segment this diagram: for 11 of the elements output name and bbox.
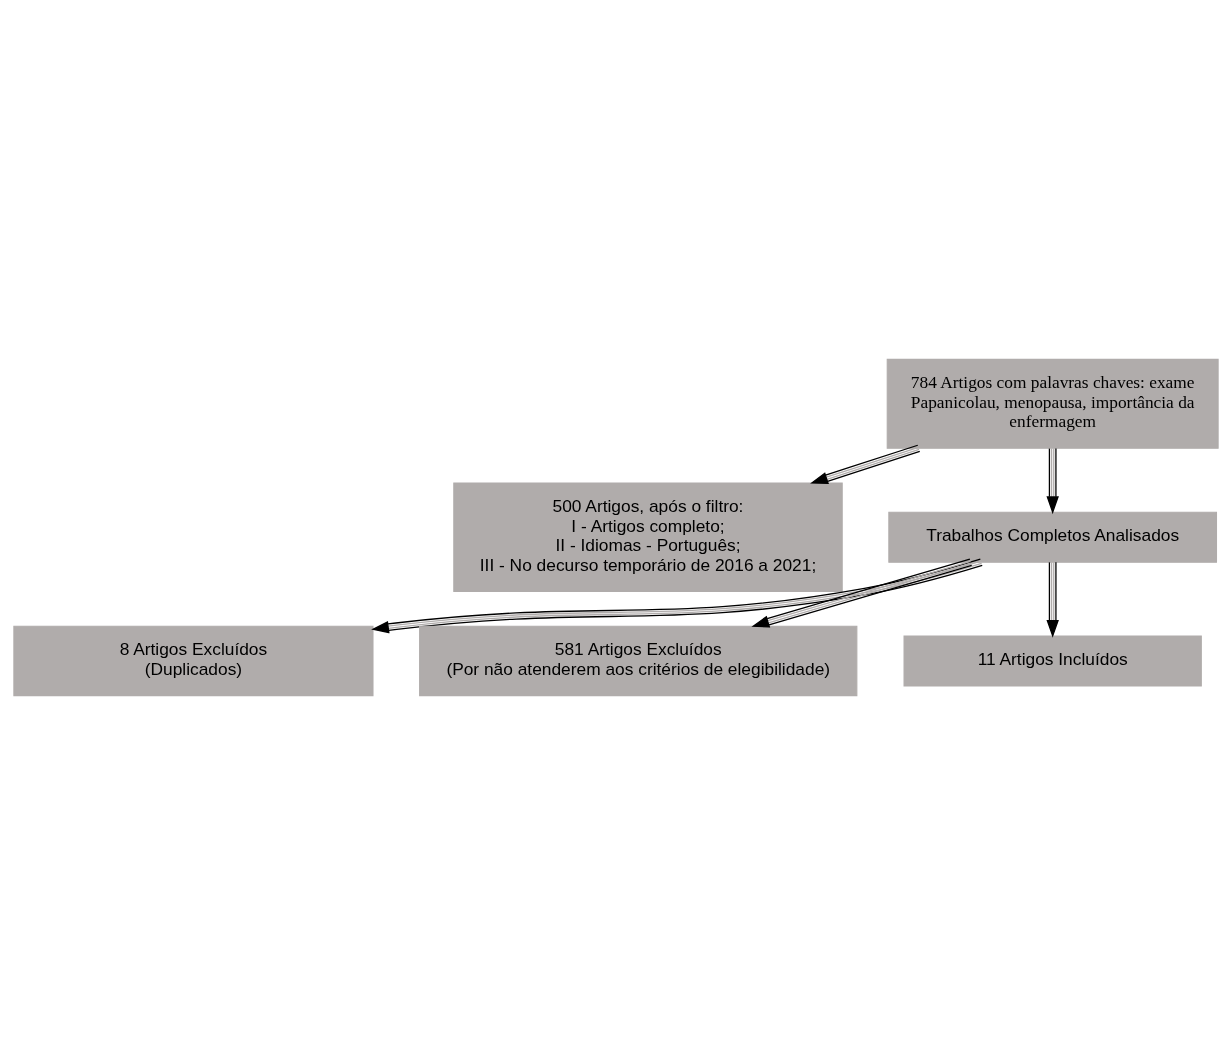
node-box: 11 Artigos Incluídos (903, 635, 1202, 687)
node-box: 500 Artigos, após o filtro: I - Artigos completo; II - Idiomas - Português; III - No decurso temporário de 2016 a 2021; (453, 482, 843, 593)
arrow (751, 558, 973, 628)
arrow (810, 444, 921, 485)
node-box: 581 Artigos Excluídos (Por não atenderem aos critérios de elegibilidade) (419, 625, 858, 697)
node-box: 784 Artigos com palavras chaves: exame Papanicolau, menopausa, importância da enfermagem (886, 358, 1219, 449)
arrow (1046, 447, 1059, 515)
node-box: 8 Artigos Excluídos (Duplicados) (13, 625, 374, 697)
node-box: Trabalhos Completos Analisados (888, 511, 1218, 563)
arrow (371, 558, 983, 634)
arrow (1046, 561, 1059, 638)
